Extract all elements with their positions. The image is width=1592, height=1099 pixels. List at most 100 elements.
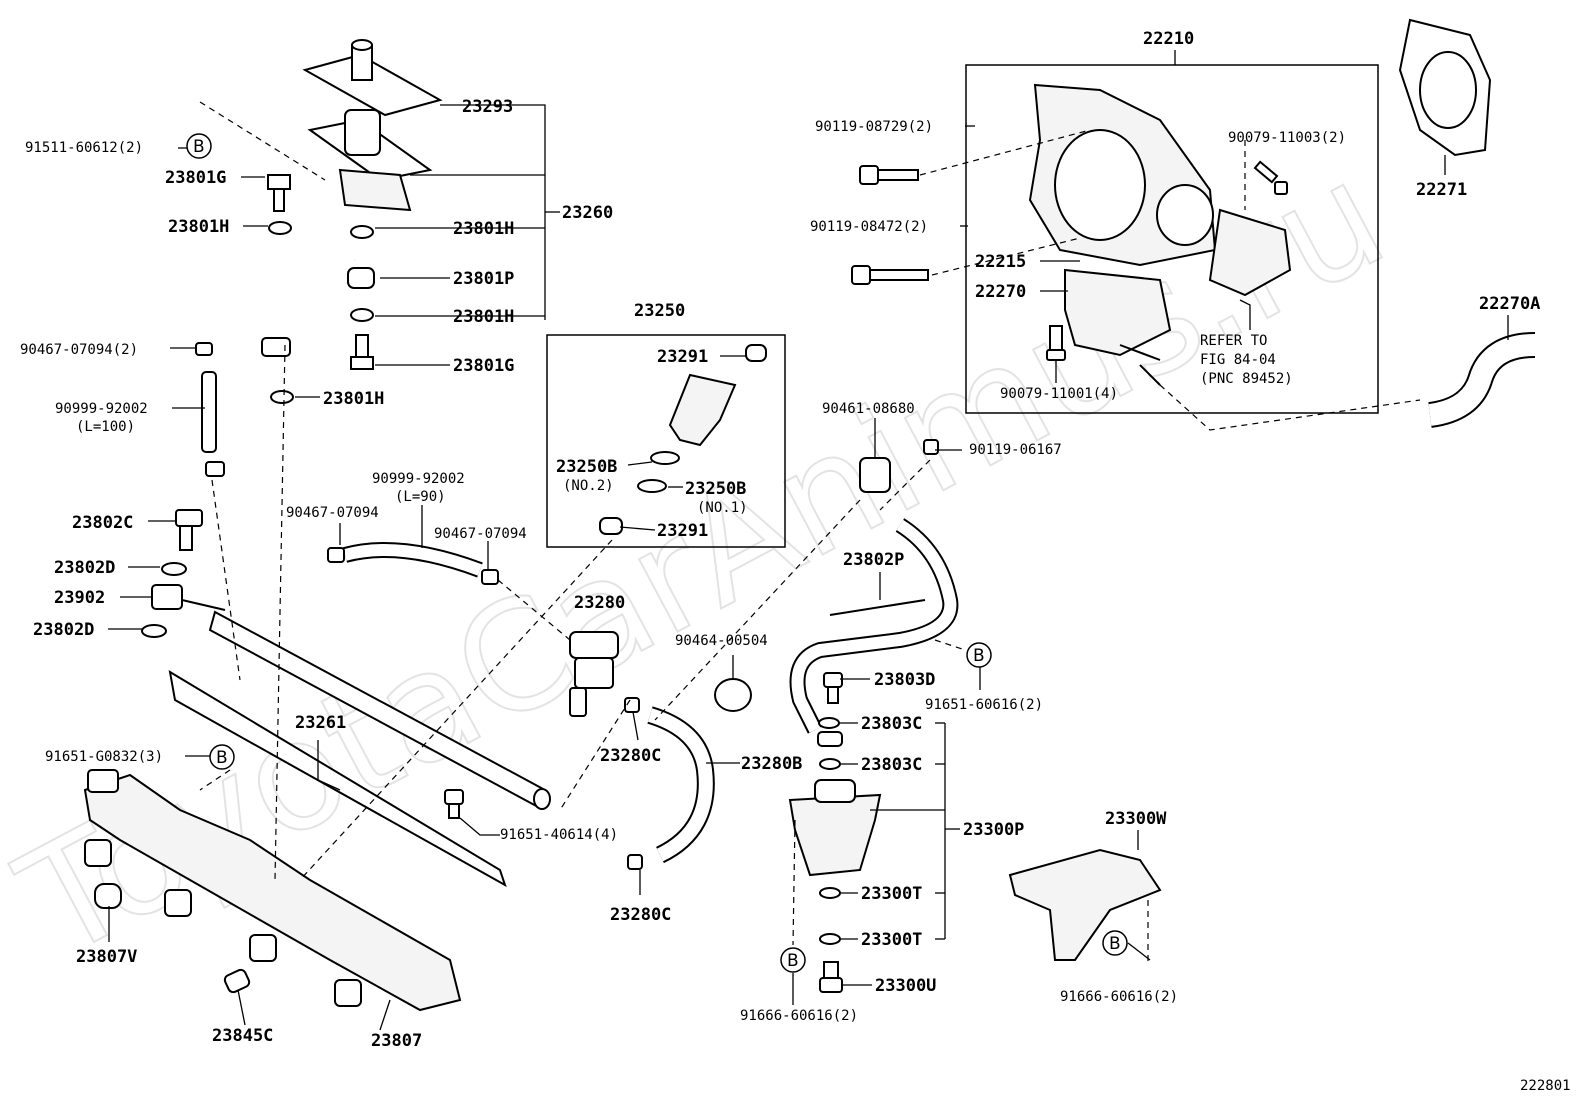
part-90119-06167-bolt [923, 439, 939, 455]
part-23802p-line [829, 599, 926, 616]
part-23802c-bolt [175, 509, 203, 551]
part-vacuum-hose-top [194, 235, 359, 357]
label-90119-06167: 90119-06167 [969, 442, 1062, 458]
label-23300u: 23300U [875, 976, 936, 996]
part-23300p-filter [788, 779, 882, 877]
label-23280c-b: 23280C [610, 905, 671, 925]
part-23261-rail [168, 610, 551, 888]
label-90464-00504: 90464-00504 [675, 633, 768, 649]
label-91666-60616-b: 91666-60616(2) [1060, 989, 1178, 1005]
part-throttle-sensor [1208, 208, 1292, 297]
part-23801g-bolt-right [350, 334, 374, 370]
label-90119-08472: 90119-08472(2) [810, 219, 928, 235]
label-23802d-a: 23802D [54, 558, 115, 578]
part-23300w-bracket [1008, 848, 1162, 961]
part-90999-hose-b [327, 542, 499, 585]
part-fuel-hose-mid [789, 518, 959, 734]
label-refer-pnc: (PNC 89452) [1200, 371, 1293, 387]
svg-text:B: B [216, 748, 228, 768]
label-23807v: 23807V [76, 947, 137, 967]
part-23803c-sleeve [817, 731, 843, 747]
part-91651-40614-bolt [444, 789, 464, 819]
part-23802d-washer-a [161, 562, 187, 576]
label-90461-08680: 90461-08680 [822, 401, 915, 417]
label-90079-11003: 90079-11003(2) [1228, 130, 1346, 146]
part-23300t-washer-a [819, 887, 841, 899]
label-23801g-r: 23801G [453, 356, 514, 376]
label-23802d-b: 23802D [33, 620, 94, 640]
label-23801h-r1: 23801H [453, 219, 514, 239]
callout-b-4: B [780, 947, 806, 973]
part-23280c-clip-b [627, 854, 643, 870]
label-23250b-b: 23250B [685, 479, 746, 499]
leader-lines [108, 50, 1509, 1031]
callout-b-1: B [186, 133, 212, 159]
label-23280: 23280 [574, 593, 625, 613]
callout-b-2: B [209, 744, 235, 770]
part-90461-bracket [859, 457, 891, 493]
label-23803d: 23803D [874, 670, 935, 690]
label-90079-11001: 90079-11001(4) [1000, 386, 1118, 402]
label-23802c: 23802C [72, 513, 133, 533]
label-23293: 23293 [462, 97, 513, 117]
label-23260: 23260 [562, 203, 613, 223]
part-90119-08729-bolt [859, 165, 919, 185]
label-23300t-a: 23300T [861, 884, 922, 904]
figure-code: 222801 [1520, 1078, 1571, 1094]
label-90999-92002-a: 90999-92002 [55, 401, 148, 417]
label-90999-92002-a-len: (L=100) [76, 419, 135, 435]
part-23293-bracket [302, 39, 443, 117]
part-90999-hose-a [201, 371, 225, 477]
part-23802d-washer-b [141, 624, 167, 638]
part-23803c-washer-a [818, 717, 840, 729]
part-23260-body [307, 109, 433, 212]
part-90464-clamp [714, 678, 752, 712]
part-23801p-cap [347, 267, 375, 289]
svg-text:B: B [973, 646, 985, 666]
label-23250b-a-no: (NO.2) [563, 478, 614, 494]
part-90079-11003-screw [1253, 160, 1288, 195]
label-91651-40614: 91651-40614(4) [500, 827, 618, 843]
part-90467-clip-a [195, 342, 213, 356]
label-23803c-b: 23803C [861, 755, 922, 775]
part-23801h-washers [268, 221, 374, 404]
label-23803c-a: 23803C [861, 714, 922, 734]
label-23280b: 23280B [741, 754, 802, 774]
label-90999-92002-b-len: (L=90) [395, 489, 446, 505]
label-91666-60616-a: 91666-60616(2) [740, 1008, 858, 1024]
label-refer-to: REFER TO [1200, 333, 1267, 349]
label-23280c-a: 23280C [600, 746, 661, 766]
part-23803d-bolt [823, 672, 843, 704]
dashed-guides [199, 101, 1421, 965]
svg-text:B: B [193, 137, 205, 157]
label-23902: 23902 [54, 588, 105, 608]
part-23280-regulator [569, 631, 619, 717]
label-23300w: 23300W [1105, 809, 1167, 829]
throttle-body-box [965, 64, 1379, 414]
svg-text:B: B [787, 951, 799, 971]
part-injector-rail-lower [83, 769, 462, 1012]
label-23807: 23807 [371, 1031, 422, 1051]
label-23801g-top: 23801G [165, 168, 226, 188]
label-23801h-left: 23801H [168, 217, 229, 237]
part-23803c-washer-b [819, 758, 841, 770]
label-23300p: 23300P [963, 820, 1024, 840]
part-23250-injector [599, 344, 767, 535]
label-23801h-r2: 23801H [453, 307, 514, 327]
label-23250b-a: 23250B [556, 457, 617, 477]
label-22270a: 22270A [1479, 294, 1540, 314]
label-23801h-r3: 23801H [323, 389, 384, 409]
part-22210-throttle-body [1028, 83, 1217, 386]
label-23250b-b-no: (NO.1) [697, 500, 748, 516]
label-23291-b: 23291 [657, 521, 708, 541]
label-90467-07094-a: 90467-07094(2) [20, 342, 138, 358]
label-23250: 23250 [634, 301, 685, 321]
label-90467-07094-c: 90467-07094 [434, 526, 527, 542]
label-23801p: 23801P [453, 269, 514, 289]
part-23300t-washer-b [819, 933, 841, 945]
label-22270: 22270 [975, 282, 1026, 302]
injector-kit-box [546, 334, 786, 548]
part-22271-gasket [1398, 18, 1492, 157]
label-refer-fig: FIG 84-04 [1200, 352, 1276, 368]
